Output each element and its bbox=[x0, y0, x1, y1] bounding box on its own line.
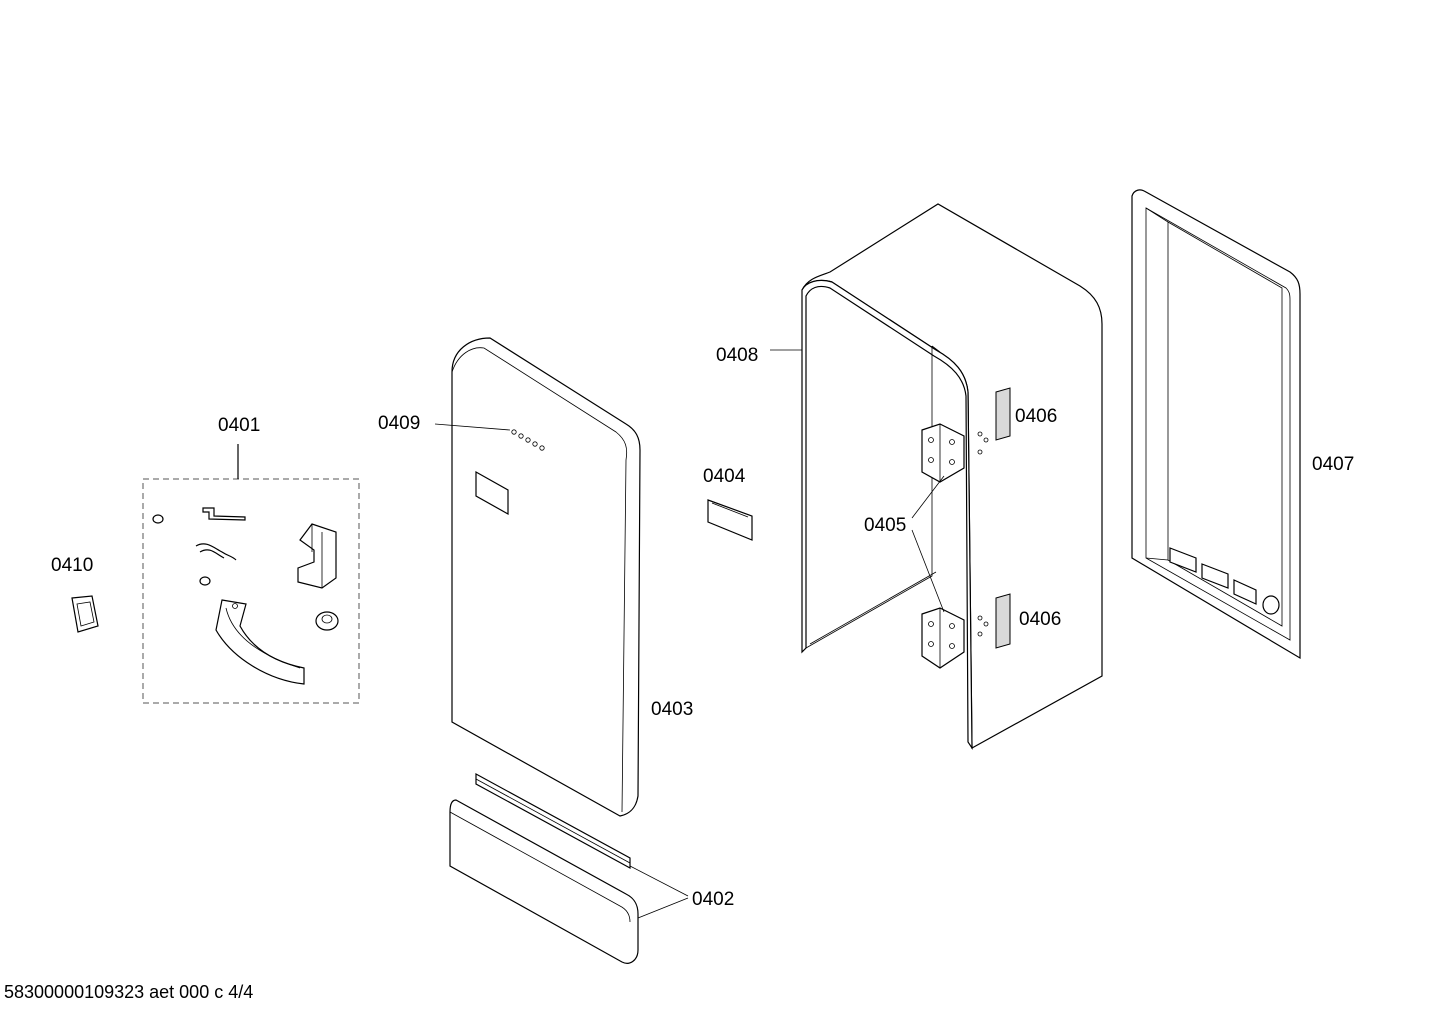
part-0404-plate bbox=[707, 499, 753, 541]
label-0408: 0408 bbox=[716, 345, 758, 366]
label-0409: 0409 bbox=[378, 413, 420, 434]
part-0403-door bbox=[451, 337, 641, 817]
label-0403: 0403 bbox=[651, 699, 693, 720]
footer-code: 58300000109323 aet 000 c 4/4 bbox=[4, 982, 253, 1002]
part-0407-frame bbox=[1131, 189, 1301, 660]
part-0405-hinge-bottom bbox=[921, 607, 965, 669]
part-0405-hinge-top bbox=[921, 423, 965, 483]
leader-lines bbox=[434, 349, 945, 919]
label-0406-top: 0406 bbox=[1015, 406, 1057, 427]
part-0402-kickplate bbox=[449, 772, 639, 964]
part-0401-handle-kit bbox=[142, 444, 360, 704]
part-0406-strip-bottom bbox=[995, 593, 1011, 649]
part-0410-clip bbox=[71, 595, 99, 633]
label-0402: 0402 bbox=[692, 889, 734, 910]
label-0407: 0407 bbox=[1312, 454, 1354, 475]
label-0410: 0410 bbox=[51, 555, 93, 576]
part-0406-strip-top bbox=[995, 387, 1011, 441]
label-0401: 0401 bbox=[218, 415, 260, 436]
label-0406-bottom: 0406 bbox=[1019, 609, 1061, 630]
label-0405: 0405 bbox=[864, 515, 906, 536]
part-0408-cabinet bbox=[801, 203, 1103, 751]
label-0404: 0404 bbox=[703, 466, 746, 487]
